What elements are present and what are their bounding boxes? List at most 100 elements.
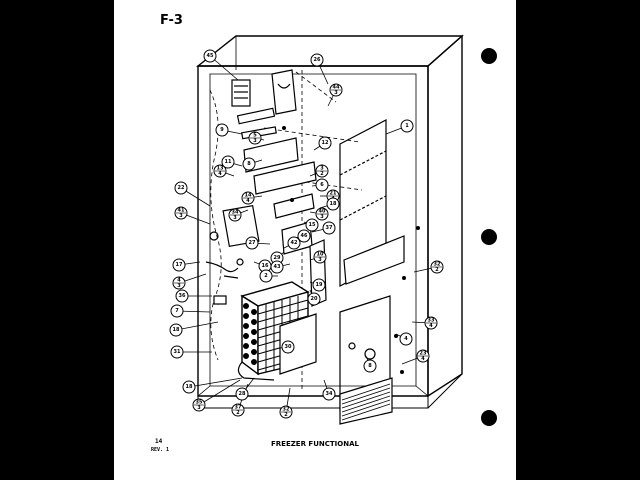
part-callout: 28 [235,387,249,401]
callout-number: 26 [314,57,321,63]
callout-number: 4 [246,198,250,204]
part-callout: 53 [248,131,262,145]
part-callout: 8 [242,157,256,171]
callout-number: 34 [326,391,333,397]
part-callout: 18 [326,197,340,211]
callout-number: 3 [197,405,201,411]
callout-number: 2 [320,171,324,177]
callout-number: 10 [317,251,324,257]
callout-circle [169,323,183,337]
callout-number: 9 [220,127,224,133]
callout-number: 46 [301,233,308,239]
part-callout: 372 [231,403,245,417]
callout-number: 23 [420,350,427,356]
callout-number: 6 [320,182,324,188]
callout-circle [363,359,377,373]
part-callout: 17 [172,258,186,272]
callout-circle [170,304,184,318]
callout-number: 3 [318,257,322,263]
evaporator-cover-panel [339,119,405,287]
callout-number: 3 [320,165,324,171]
part-callout: 31 [170,345,184,359]
callout-circle [270,260,284,274]
callout-number: 30 [285,344,292,350]
callout-number: 3 [334,90,338,96]
callout-number: 34 [232,209,239,215]
callout-circle [215,123,229,137]
callout-circle [326,197,340,211]
callout-number: 2 [284,412,288,418]
exploded-parts-diagram: F-3 14 REV. 1 FREEZER FUNCTIONAL [151,13,497,453]
callout-number: 37 [235,404,242,410]
callout-number: 43 [274,264,281,270]
binder-hole-middle [481,229,497,245]
callout-number: 33 [428,317,435,323]
callout-number: 5 [253,132,257,138]
part-callout: 103 [313,250,327,264]
callout-number: 3 [253,138,257,144]
callout-number: 3 [179,213,183,219]
diagram-caption: FREEZER FUNCTIONAL [271,440,359,448]
callout-circle [305,218,319,232]
part-callout: 322 [279,405,293,419]
callout-number: 28 [239,391,246,397]
callout-circle [399,332,413,346]
callout-number: 32 [434,261,441,267]
callout-circle [170,345,184,359]
leader-line [198,379,241,406]
callout-number: 3 [177,283,181,289]
part-callout: 32 [315,164,329,178]
callout-number: 44 [333,84,340,90]
callout-circle [259,269,273,283]
callout-number: 2 [264,273,268,279]
callout-bubbles: 4526443195312811134326144214221841334340… [169,49,444,419]
callout-circle [315,178,329,192]
revision-label: REV. 1 [151,447,169,453]
callout-circle [281,340,295,354]
callout-number: 18 [330,201,337,207]
callout-circle [174,181,188,195]
callout-circle [182,380,196,394]
part-callout: 37 [322,221,336,235]
callout-number: 3 [233,215,237,221]
part-callout: 22 [174,181,188,195]
callout-number: 27 [249,240,256,246]
part-callout: 19 [312,278,326,292]
callout-circle [172,258,186,272]
callout-number: 20 [311,296,318,302]
callout-circle [322,221,336,235]
leader-line [188,377,243,388]
callout-number: 4 [421,356,425,362]
callout-number: 3 [320,214,324,220]
callout-number: 4 [429,323,433,329]
callout-number: 14 [245,192,252,198]
callout-circle [318,136,332,150]
leader-line [175,321,219,331]
callout-number: 8 [368,363,372,369]
callout-number: 35 [196,399,203,405]
part-callout: 8 [363,359,377,373]
callout-number: 40 [319,208,326,214]
figure-id: F-3 [160,13,183,28]
callout-number: 8 [247,161,251,167]
callout-number: 32 [283,406,290,412]
callout-circle [310,53,324,67]
part-callout: 413 [174,206,188,220]
part-callout: 144 [241,191,255,205]
callout-number: 19 [316,282,323,288]
part-callout: 4 [399,332,413,346]
part-callout: 15 [305,218,319,232]
callout-number: 2 [435,267,439,273]
part-callout: 403 [315,207,329,221]
callout-circle [312,278,326,292]
part-callout: 34 [322,387,336,401]
callout-number: 22 [178,185,185,191]
callout-number: 13 [217,165,224,171]
part-callout: 36 [175,289,189,303]
part-callout: 12 [318,136,332,150]
part-callout: 443 [329,83,343,97]
callout-number: 36 [179,293,186,299]
callout-circle [400,119,414,133]
part-callout: 234 [416,349,430,363]
callout-number: 42 [291,240,298,246]
